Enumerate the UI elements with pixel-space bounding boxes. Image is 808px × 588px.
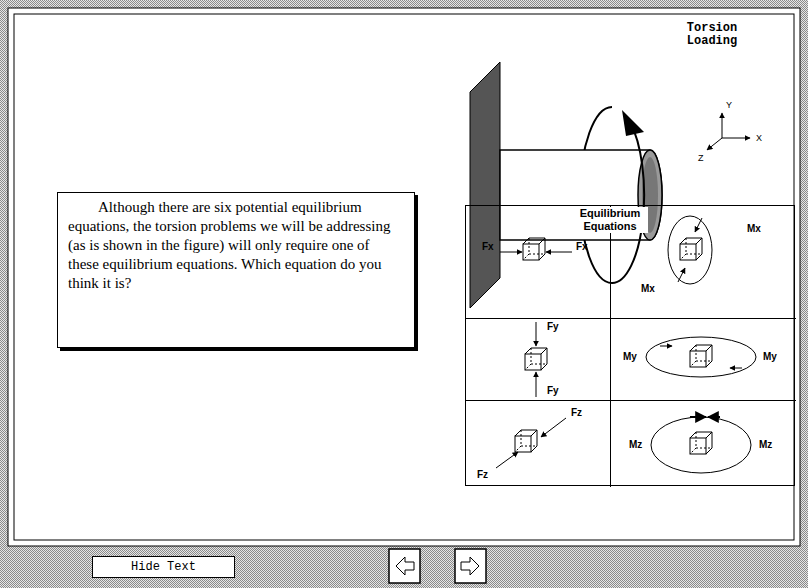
equation-label: Mx: [641, 283, 655, 294]
equation-cell: My My: [611, 319, 796, 401]
equation-label: Mx: [747, 223, 761, 234]
prev-button: [389, 549, 420, 583]
equation-label: My: [623, 351, 637, 362]
axis-label: X: [756, 133, 762, 143]
axis-label: Z: [698, 153, 704, 163]
equation-label: Fx: [576, 241, 588, 252]
card-panel: [8, 8, 800, 546]
axis-label: Y: [726, 100, 732, 110]
equation-label: Fy: [547, 321, 559, 332]
equation-label: Mz: [629, 439, 642, 450]
equation-table: FxFxMxMxFyFyMyMyFzFzMzMzEquilibrium Equa…: [465, 205, 795, 486]
hide-text-button: Hide Text: [92, 556, 235, 578]
equation-cell: FzFz: [466, 401, 611, 487]
card-border: [14, 14, 794, 540]
equation-label: Fy: [547, 385, 559, 396]
equation-label: My: [763, 351, 777, 362]
question-text-box: Although there are six potential equilib…: [57, 192, 415, 348]
equation-cell: FyFy: [466, 319, 611, 401]
axes-symbol: [707, 113, 750, 150]
equation-label: Fz: [477, 469, 488, 480]
torsion-figure: [470, 62, 662, 308]
equation-label: Mz: [759, 439, 772, 450]
equation-label: Fx: [482, 241, 494, 252]
question-text: Although there are six potential equilib…: [68, 198, 404, 293]
load-label: Torsion Loading: [676, 22, 748, 48]
equation-label: Fz: [571, 407, 582, 418]
equilibrium-icons: [496, 216, 756, 473]
table-title: Equilibrium Equations: [572, 207, 648, 233]
equation-cell: Mz Mz: [611, 401, 796, 487]
button-label: Hide Text: [131, 560, 196, 574]
next-button: [455, 549, 486, 583]
